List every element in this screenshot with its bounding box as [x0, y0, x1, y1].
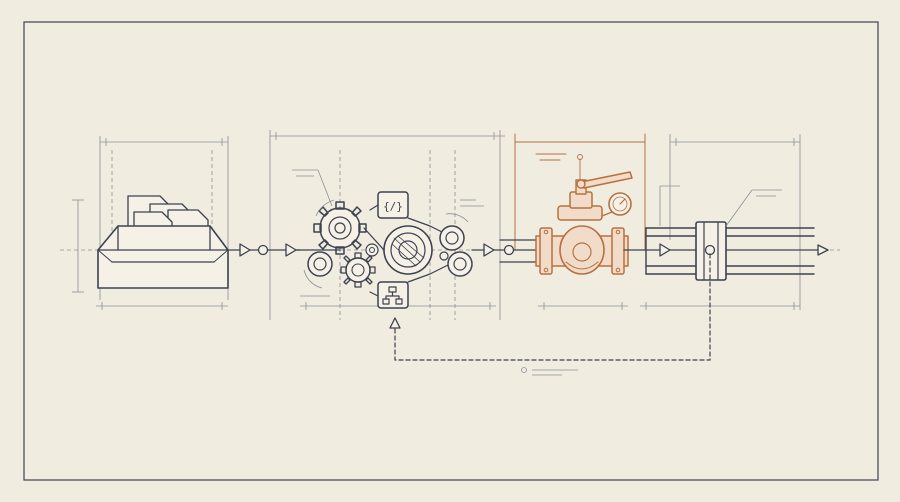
flow-arrow-3: [623, 243, 701, 257]
drawing-frame: [23, 21, 879, 481]
roller-icon: [307, 251, 333, 277]
pressure-gauge-icon: [601, 192, 632, 217]
flow-arrow-2: [471, 239, 541, 263]
inbox-tray-icon: [97, 195, 229, 289]
flow-arrow-1: [227, 243, 301, 257]
dimension-ticks: [101, 132, 795, 310]
roller-icon: [439, 225, 473, 277]
dimension-lines-top: [99, 130, 801, 320]
code-glyph: {/}: [383, 200, 403, 213]
gear-processing-cluster: {/}: [292, 169, 484, 309]
valve-icon: [535, 153, 633, 275]
pipe-coupling-icon: [645, 185, 829, 281]
gear-icon: [340, 252, 376, 288]
code-block-icon: {/}: [377, 191, 409, 219]
drum-icon: [383, 225, 433, 275]
gear-icon: [365, 243, 379, 257]
hierarchy-icon: [377, 281, 409, 309]
gear-icon: [313, 201, 367, 255]
feedback-loop: [389, 253, 711, 376]
